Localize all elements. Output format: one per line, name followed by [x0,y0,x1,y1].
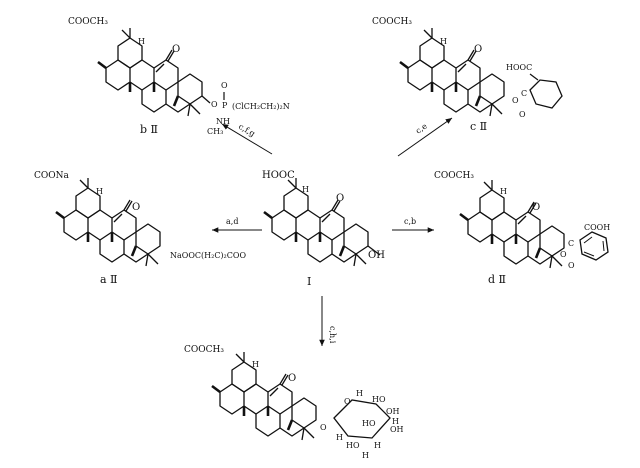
top-left-p-oxo: O [221,81,228,90]
top-right-cyclohexane [529,79,563,109]
bottom-rh5: H [362,451,369,460]
top-left-chain: (ClCH₂CH₂)₂N [232,102,290,111]
mid-right-oxo: O [532,202,540,213]
center-hydroxyl: OH [368,250,385,261]
top-left-oxo: O [172,44,180,55]
top-right-oxo: O [474,44,482,55]
mid-right-benzene [579,231,609,261]
cond-bottom: c,h,i [328,326,337,344]
arrows [212,117,453,346]
mid-right-h: H [500,187,507,196]
compound-bottom: COOCH₃ H O O O HO OH HO OH HO H H H H H [184,345,404,460]
top-right-c: C [521,89,527,98]
mid-right-carbonyl-o: O [568,261,575,270]
bottom-ho1: HO [372,395,386,404]
mid-left-chain: NaOOC(H₂C)₂COO [170,251,246,260]
bottom-oxo: O [288,373,296,384]
center-oxo: O [336,193,344,204]
compound-top-right: COOCH₃ H O O C O HOOC c Ⅱ [372,17,563,133]
center-h: H [302,185,309,194]
top-left-link-o: O [211,100,218,109]
mid-left-h: H [96,187,103,196]
compound-top-left: COOCH₃ H O O P O (ClCH₂CH₂)₂N NH CH₃ b Ⅱ [68,17,290,136]
mid-right-c: C [568,239,574,248]
cond-mid-right: c,b [404,217,416,226]
mid-right-ester: COOCH₃ [434,171,474,181]
bottom-link-o: O [320,423,327,432]
arrow-to-top-right [397,117,453,157]
bottom-sugar-ring [333,399,391,439]
arrow-to-top-left [221,123,273,155]
bottom-rh3: H [336,433,343,442]
bottom-ho2: HO [362,419,376,428]
bottom-oh1: OH [386,407,400,416]
mid-right-id: d Ⅱ [488,273,506,286]
top-right-carbonyl-o: O [519,110,526,119]
bottom-rh1: H [356,389,363,398]
compound-center: HOOC H O OH I [262,170,385,288]
top-right-ester: COOCH₃ [372,17,412,27]
center-id: I [307,275,311,288]
top-left-h: H [138,37,145,46]
top-right-acid: HOOC [506,63,532,72]
mid-left-id: a Ⅱ [100,273,118,286]
mid-left-oxo: O [132,202,140,213]
mid-right-link-o: O [560,250,567,259]
bottom-oh2: OH [390,425,404,434]
bottom-ring-o: O [344,397,351,406]
top-right-id: c Ⅱ [470,120,487,133]
top-right-h: H [440,37,447,46]
top-left-id: b Ⅱ [140,123,158,136]
bottom-rh2: H [392,417,399,426]
cond-mid-left: a,d [226,217,238,226]
compound-mid-left: COONa H O NaOOC(H₂C)₂COO a Ⅱ [34,171,246,286]
bottom-h: H [252,360,259,369]
center-acid: HOOC [262,170,295,181]
top-left-methyl: CH₃ [207,127,223,136]
top-left-p: P [222,101,228,110]
cond-top-right: c,e [414,121,429,135]
mid-right-acid: COOH [584,223,610,232]
compound-mid-right: COOCH₃ H O O C O COOH d Ⅱ [434,171,610,286]
bottom-rh4: H [374,441,381,450]
bottom-ester: COOCH₃ [184,345,224,355]
top-left-nh: NH [216,117,230,126]
mid-left-ester: COONa [34,171,70,181]
bottom-ho3: HO [346,441,360,450]
top-left-ester: COOCH₃ [68,17,108,27]
cond-top-left: c,f,g [237,122,257,138]
top-right-link-o: O [512,96,519,105]
